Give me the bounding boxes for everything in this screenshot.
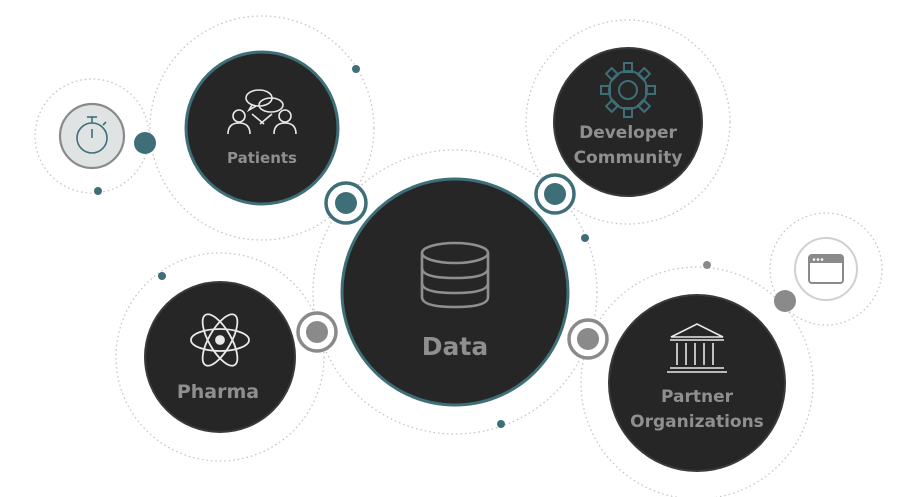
partner-label-line2: Organizations (630, 412, 764, 432)
developer-label-line2: Community (574, 148, 683, 168)
satellite-browser (794, 237, 858, 301)
database-icon (420, 241, 490, 309)
gear-icon (600, 62, 656, 118)
orbit-dot (94, 187, 102, 195)
gear-tooth (604, 66, 620, 82)
gear-tooth (604, 98, 620, 114)
orbit-dot (158, 272, 166, 280)
stopwatch-icon (76, 116, 108, 154)
orbit-ring-pharma (115, 252, 325, 462)
gear-tooth (636, 66, 652, 82)
node-partner-organizations: Partner Organizations (608, 294, 786, 472)
orbit-dot (774, 290, 796, 312)
node-developer-community: Developer Community (553, 47, 703, 197)
gear-tooth (636, 98, 652, 114)
connector-patients-data (324, 181, 368, 225)
orbit-ring-data (312, 149, 598, 435)
bank-building-icon (667, 323, 727, 373)
orbit-ring-browser (769, 212, 883, 326)
orbit-dot (497, 420, 505, 428)
data-label: Data (422, 332, 488, 361)
connector-developer-data (534, 173, 576, 215)
satellite-stopwatch (58, 102, 126, 170)
pharma-label: Pharma (177, 381, 259, 403)
developer-label-line1: Developer (579, 123, 677, 143)
orbit-dots (94, 65, 796, 428)
node-patients: Patients (184, 50, 340, 206)
node-data: Data (340, 177, 570, 407)
orbit-ring-partner (580, 266, 814, 497)
people-chat-icon (227, 89, 297, 135)
orbit-dot (581, 234, 589, 242)
orbit-dot (703, 261, 711, 269)
connector-partner-data (567, 318, 609, 360)
patients-label: Patients (227, 149, 297, 167)
node-pharma: Pharma (144, 281, 296, 433)
partner-label-line1: Partner (661, 387, 734, 407)
connector-pharma-data (296, 311, 338, 353)
browser-window-icon (808, 254, 844, 284)
orbit-ring-patients (149, 15, 375, 241)
atom-icon (190, 313, 250, 367)
orbit-dot (134, 132, 156, 154)
orbit-dot (352, 65, 360, 73)
orbit-ring-developer (525, 19, 731, 225)
